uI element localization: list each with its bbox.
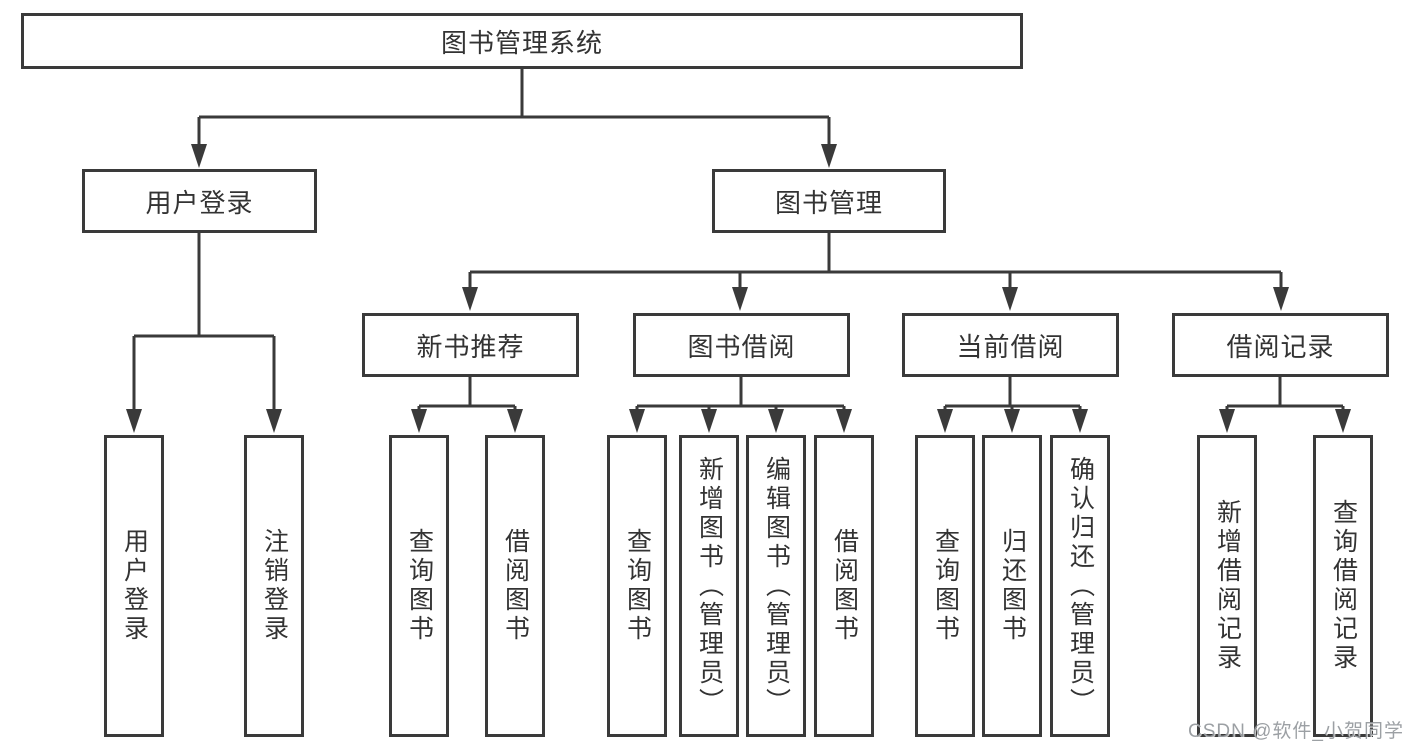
node-borrowing-records: 借阅记录 xyxy=(1172,313,1389,377)
node-book-management: 图书管理 xyxy=(712,169,946,233)
leaf-add-borrow-record: 新增借阅记录 xyxy=(1197,435,1257,737)
leaf-query-books-borrowing: 查询图书 xyxy=(607,435,667,737)
leaf-query-books-recommend: 查询图书 xyxy=(389,435,449,737)
watermark: CSDN @软件_小贺同学 xyxy=(1188,721,1404,742)
leaf-borrow-books-borrowing: 借阅图书 xyxy=(814,435,874,737)
node-current-borrowing: 当前借阅 xyxy=(902,313,1119,377)
leaf-add-book-admin: 新增图书（管理员） xyxy=(679,435,739,737)
leaf-return-books: 归还图书 xyxy=(982,435,1042,737)
leaf-user-login: 用户登录 xyxy=(104,435,164,737)
node-root: 图书管理系统 xyxy=(21,13,1023,69)
leaf-query-books-current: 查询图书 xyxy=(915,435,975,737)
node-book-borrowing: 图书借阅 xyxy=(633,313,850,377)
node-user-login: 用户登录 xyxy=(82,169,317,233)
leaf-query-borrow-record: 查询借阅记录 xyxy=(1313,435,1373,737)
leaf-confirm-return-admin: 确认归还（管理员） xyxy=(1050,435,1110,737)
leaf-edit-book-admin: 编辑图书（管理员） xyxy=(746,435,806,737)
leaf-logout: 注销登录 xyxy=(244,435,304,737)
node-new-book-recommend: 新书推荐 xyxy=(362,313,579,377)
leaf-borrow-books-recommend: 借阅图书 xyxy=(485,435,545,737)
